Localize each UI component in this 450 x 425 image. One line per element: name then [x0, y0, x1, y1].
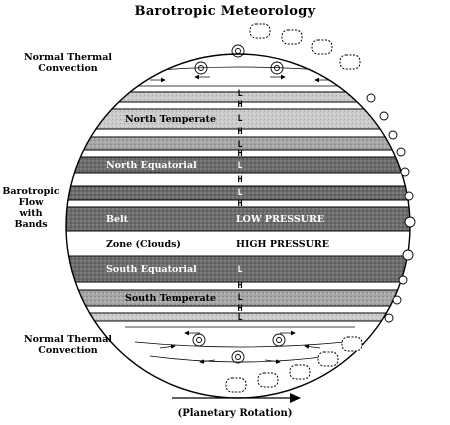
band-label-zone: Zone (Clouds)	[106, 239, 181, 250]
band-label-low-pressure: LOW PRESSURE	[236, 214, 324, 225]
diagram-title: Barotropic Meteorology	[134, 4, 316, 19]
label-thermal-top-line2: Convection	[38, 63, 98, 74]
label-thermal-top: Normal Thermal Convection	[18, 52, 118, 74]
band-stripe	[66, 137, 410, 150]
label-thermal-bottom: Normal Thermal Convection	[18, 334, 118, 356]
pressure-marker: L	[237, 313, 242, 323]
band-label-south-temperate: South Temperate	[125, 293, 216, 304]
label-barotropic-line4: Bands	[14, 219, 48, 230]
band-stripe	[66, 207, 410, 231]
vortex-icon	[272, 333, 286, 347]
cloud-icon	[317, 351, 339, 367]
vortex-icon	[270, 61, 284, 75]
pressure-marker: L	[237, 114, 242, 124]
cloud-icon	[281, 29, 303, 45]
band-stripe	[66, 290, 410, 306]
pressure-marker: H	[237, 304, 242, 314]
label-thermal-top-line1: Normal Thermal	[24, 52, 112, 63]
rotation-arrow	[172, 393, 301, 403]
label-barotropic: Barotropic Flow with Bands	[2, 186, 60, 230]
label-barotropic-line2: Flow	[18, 197, 44, 208]
pressure-marker: H	[237, 149, 242, 159]
pressure-marker: L	[237, 140, 242, 150]
band-label-north-equatorial: North Equatorial	[106, 160, 197, 171]
band-label-high-pressure: HIGH PRESSURE	[236, 239, 329, 250]
pressure-marker: H	[237, 127, 242, 137]
band-stripe	[66, 313, 410, 321]
limb-bumps	[366, 93, 416, 323]
cloud-icon	[289, 364, 311, 380]
label-thermal-bottom-line1: Normal Thermal	[24, 334, 112, 345]
band-label-belt: Belt	[106, 214, 129, 225]
label-barotropic-line3: with	[19, 208, 43, 219]
pressure-marker: L	[237, 265, 242, 275]
band-stripe	[66, 109, 410, 129]
cloud-icon	[311, 39, 333, 55]
vortex-icon	[192, 333, 206, 347]
pressure-marker: L	[237, 293, 242, 303]
cloud-icon	[341, 336, 363, 352]
band-label-north-temperate: North Temperate	[125, 114, 216, 125]
pressure-marker: H	[237, 281, 242, 291]
planetary-rotation-label: (Planetary Rotation)	[177, 408, 293, 419]
label-barotropic-line1: Barotropic	[2, 186, 60, 197]
pressure-marker: L	[237, 89, 242, 99]
pressure-marker: L	[237, 161, 242, 171]
vortex-icon	[194, 61, 208, 75]
bottom-convection-flows	[125, 326, 355, 364]
pressure-marker: H	[237, 100, 242, 110]
pressure-marker: L	[237, 188, 242, 198]
cloud-icon	[257, 372, 279, 388]
cloud-icon	[225, 377, 247, 393]
band-stripe	[66, 256, 410, 282]
label-thermal-bottom-line2: Convection	[38, 345, 98, 356]
band-stripe	[66, 186, 410, 200]
cloud-group	[225, 23, 363, 393]
band-stripe	[66, 92, 410, 102]
pressure-marker: H	[237, 199, 242, 209]
band-label-south-equatorial: South Equatorial	[106, 264, 197, 275]
cloud-icon	[339, 54, 361, 70]
cloud-icon	[249, 23, 271, 39]
vortex-group	[192, 44, 286, 364]
vortex-icon	[231, 350, 245, 364]
vortex-icon	[231, 44, 245, 58]
pressure-marker: H	[237, 175, 242, 185]
band-stripe	[66, 157, 410, 173]
